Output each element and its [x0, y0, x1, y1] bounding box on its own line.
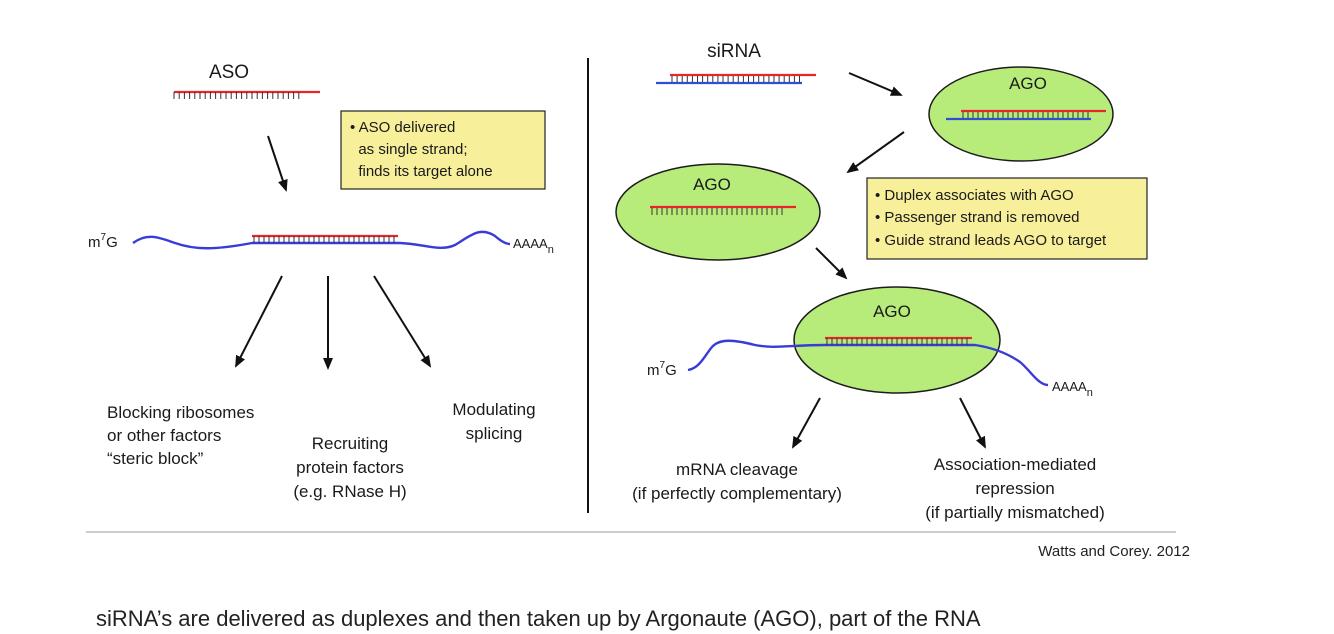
- ago-guide-only: AGO: [615, 163, 821, 261]
- svg-text:splicing: splicing: [466, 424, 523, 443]
- aso-mrna-cap: m7G: [88, 232, 118, 251]
- aso-note-line-1: • ASO delivered: [350, 119, 455, 136]
- svg-text:(if perfectly complementary): (if perfectly complementary): [632, 484, 842, 503]
- arrow-steric-block: [235, 275, 283, 368]
- arrow-modulate-splicing: [373, 275, 432, 368]
- outcome-repression: Association-mediated repression (if part…: [925, 455, 1105, 522]
- arrow-ago-to-target: [815, 247, 848, 280]
- svg-text:Blocking ribosomes: Blocking ribosomes: [107, 403, 254, 422]
- outcome-recruit-factors: Recruiting protein factors (e.g. RNase H…: [293, 434, 406, 501]
- svg-text:“steric block”: “steric block”: [107, 449, 204, 468]
- svg-text:mRNA cleavage: mRNA cleavage: [676, 460, 798, 479]
- aso-label: ASO: [209, 62, 249, 83]
- svg-text:(if partially mismatched): (if partially mismatched): [925, 503, 1105, 522]
- arrow-cleavage: [792, 397, 821, 449]
- sirna-label: siRNA: [707, 41, 761, 62]
- aso-binding-arrow: [267, 135, 288, 192]
- arrow-passenger-removal: [846, 131, 905, 174]
- sirna-note-line-2: • Passenger strand is removed: [875, 209, 1080, 226]
- sirna-mrna-cap: m7G: [647, 360, 677, 379]
- sirna-duplex: [656, 73, 816, 85]
- ago-label-2: AGO: [693, 175, 731, 194]
- svg-text:or other factors: or other factors: [107, 426, 221, 445]
- outcome-modulate-splicing: Modulating splicing: [452, 400, 535, 443]
- aso-note: • ASO delivered as single strand; finds …: [340, 110, 546, 190]
- sirna-panel: siRNA AGO AGO • Duplex associates: [615, 41, 1148, 522]
- sirna-note: • Duplex associates with AGO • Passenger…: [866, 177, 1148, 260]
- sirna-note-line-3: • Guide strand leads AGO to target: [875, 232, 1107, 249]
- svg-text:Recruiting: Recruiting: [312, 434, 389, 453]
- slide-caption: siRNA’s are delivered as duplexes and th…: [96, 606, 981, 631]
- ago-label-1: AGO: [1009, 74, 1047, 93]
- aso-mrna-tail: AAAAn: [513, 236, 554, 256]
- ago-target-complex: AGO m7G AAAAn: [647, 286, 1093, 399]
- rna-mechanism-diagram: ASO • ASO delivered as single strand; fi…: [86, 41, 1176, 533]
- citation: Watts and Corey. 2012: [1038, 543, 1190, 560]
- aso-note-line-3: finds its target alone: [350, 163, 493, 180]
- ago3-target-ticks: [826, 338, 968, 345]
- sirna-note-line-1: • Duplex associates with AGO: [875, 187, 1074, 204]
- sirna-mrna-tail: AAAAn: [1052, 379, 1093, 399]
- outcome-cleavage: mRNA cleavage (if perfectly complementar…: [632, 460, 842, 503]
- svg-text:Association-mediated: Association-mediated: [934, 455, 1097, 474]
- ago2-guide-ticks: [651, 208, 783, 215]
- aso-duplex-ticks: [253, 236, 395, 243]
- aso-panel: ASO • ASO delivered as single strand; fi…: [88, 62, 554, 501]
- aso-mrna: m7G AAAAn: [88, 230, 554, 256]
- aso-strand: [173, 90, 320, 99]
- sirna-duplex-ticks: [671, 76, 800, 82]
- aso-strand-ticks: [173, 92, 300, 99]
- ago-label-3: AGO: [873, 302, 911, 321]
- svg-text:Modulating: Modulating: [452, 400, 535, 419]
- svg-text:repression: repression: [975, 479, 1054, 498]
- arrow-duplex-to-ago: [848, 72, 903, 96]
- ago-loaded-duplex: AGO: [928, 66, 1114, 162]
- aso-note-line-2: as single strand;: [350, 141, 468, 158]
- ago1-duplex-ticks: [962, 112, 1089, 118]
- outcome-steric-block: Blocking ribosomes or other factors “ste…: [107, 403, 254, 468]
- svg-text:(e.g. RNase H): (e.g. RNase H): [293, 482, 406, 501]
- svg-text:protein factors: protein factors: [296, 458, 404, 477]
- arrow-repression: [959, 397, 986, 449]
